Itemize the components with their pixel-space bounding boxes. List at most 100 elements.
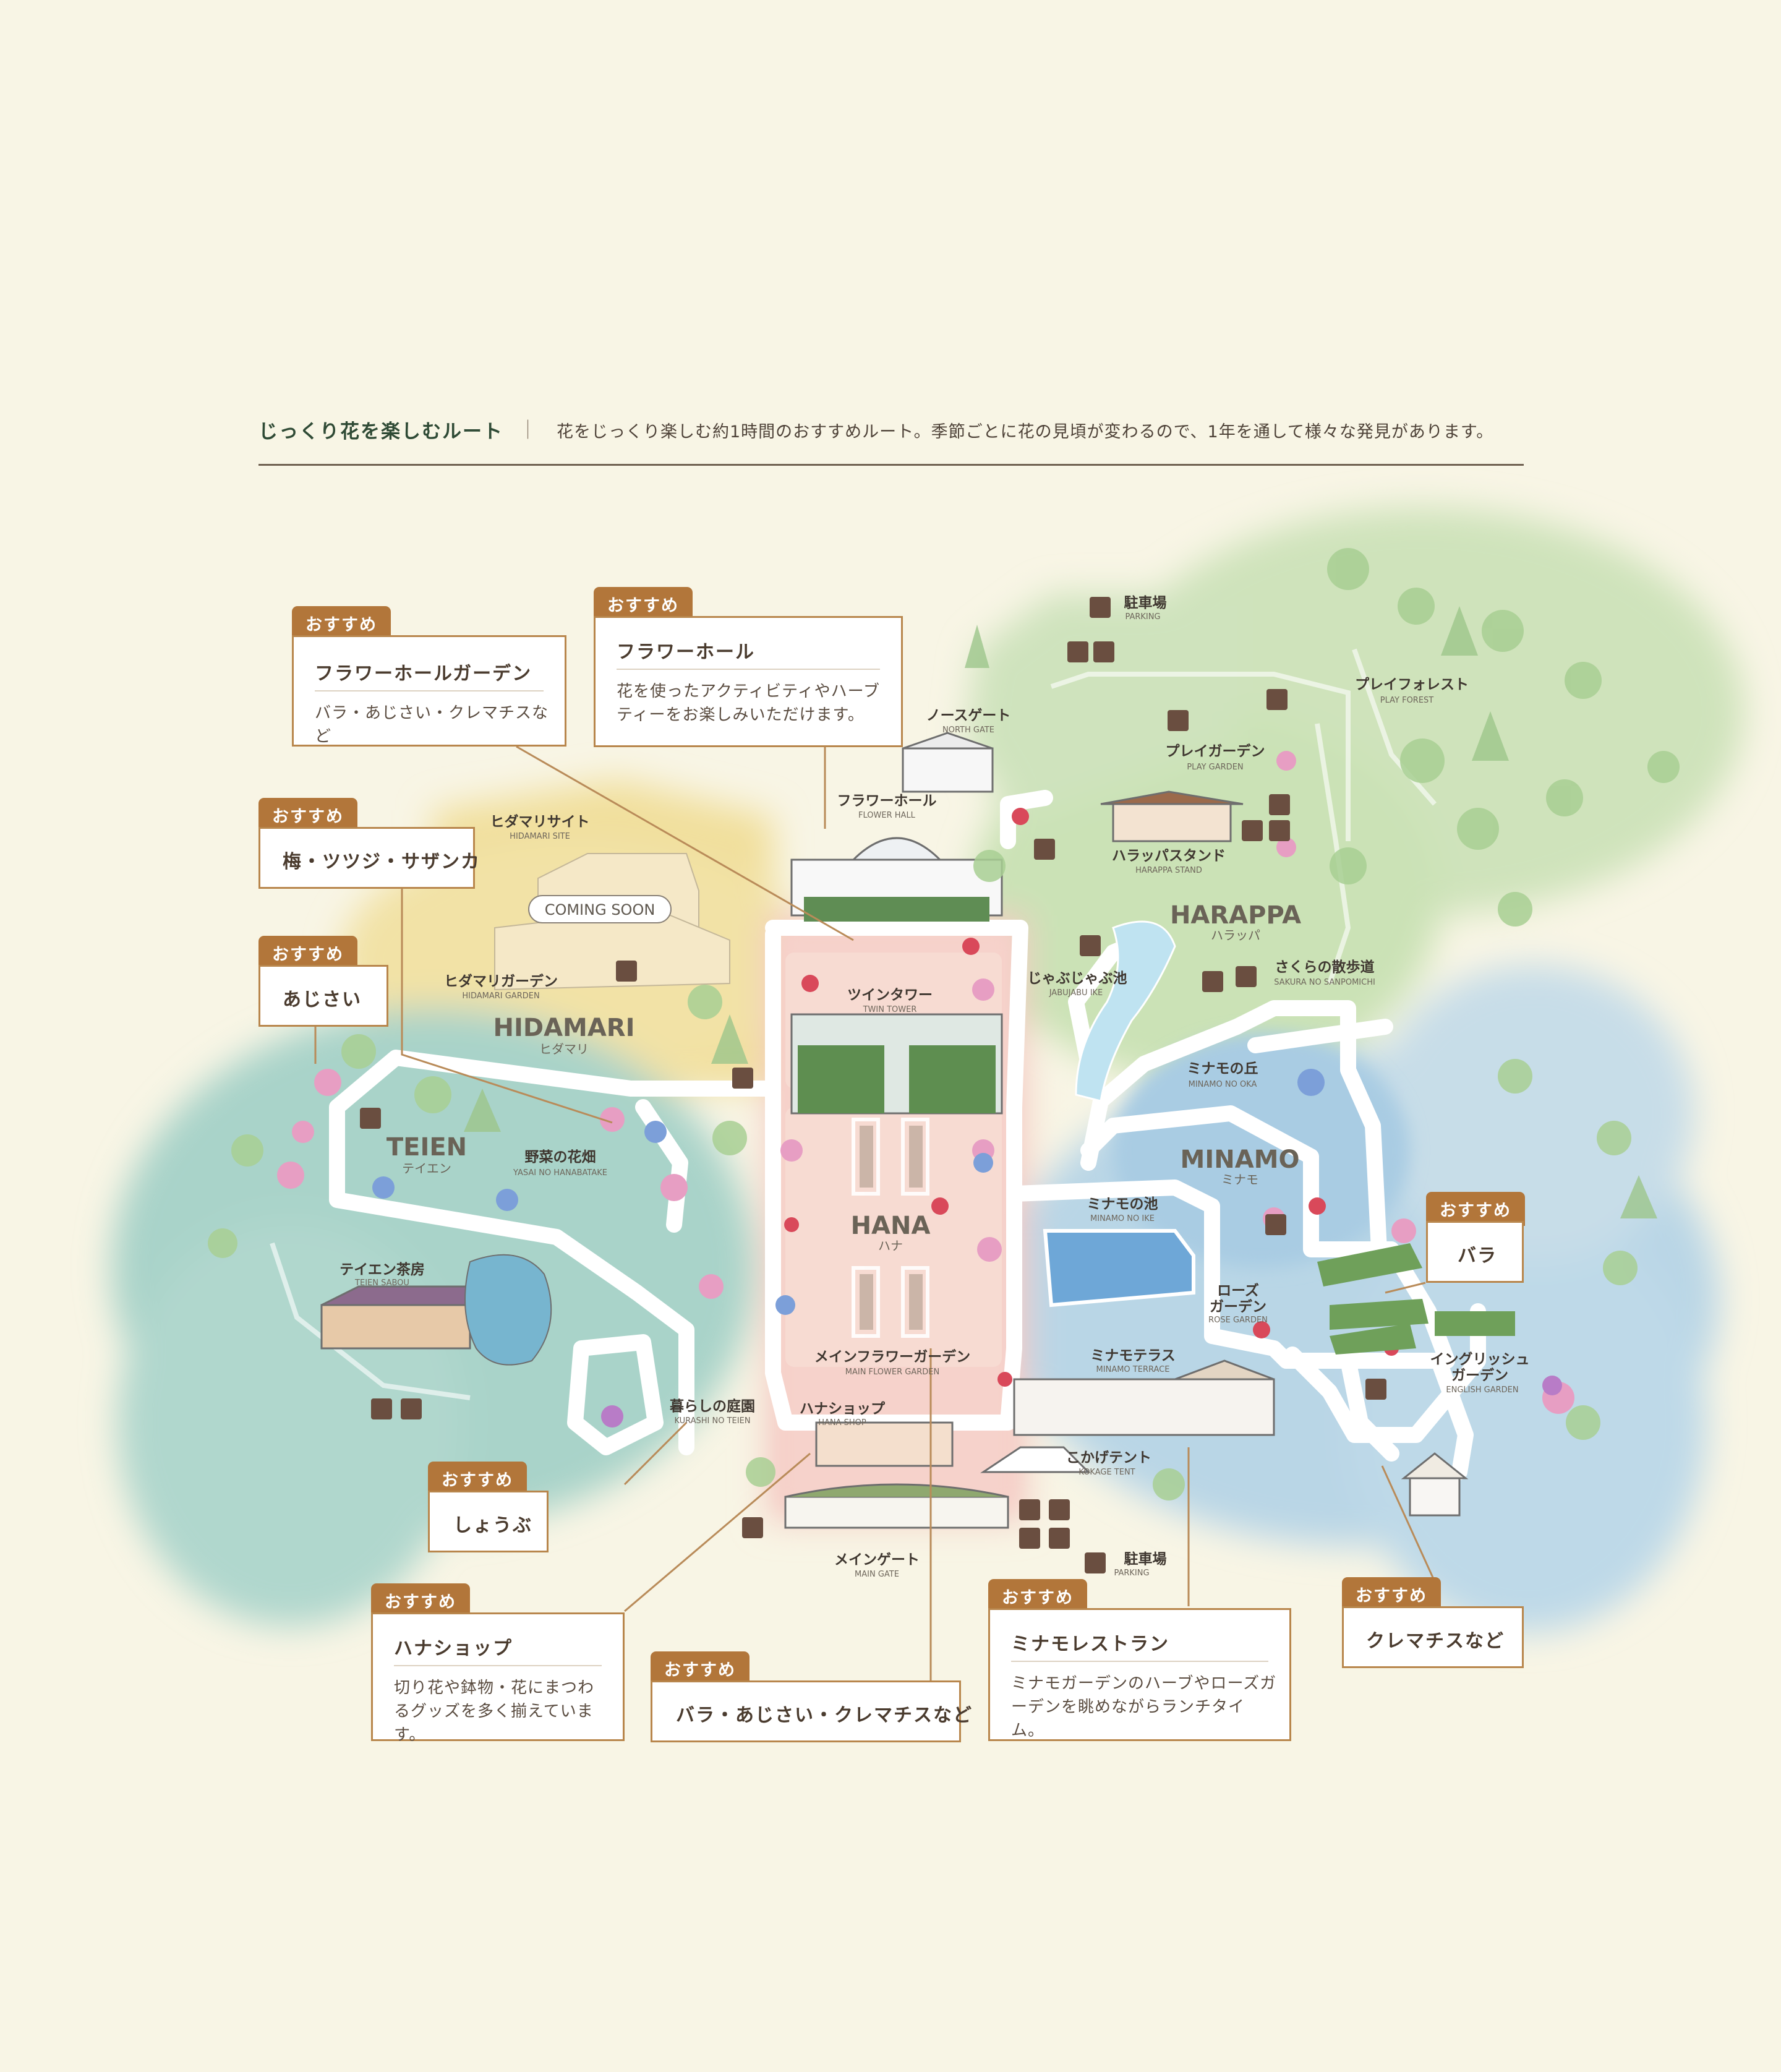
place-english-garden-en: ENGLISH GARDEN (1446, 1385, 1518, 1395)
callout-flower-hall[interactable]: フラワーホール 花を使ったアクティビティやハーブティーをお楽しみいただけます。 (594, 616, 903, 747)
place-main-gate-en: MAIN GATE (855, 1570, 899, 1579)
area-hidamari-name: HIDAMARI (493, 1014, 635, 1042)
area-fills (111, 507, 1744, 1633)
place-main-gate: メインゲート (834, 1552, 920, 1568)
callout-main-flower-garden[interactable]: バラ・あじさい・クレマチスなど (651, 1680, 972, 1742)
coming-soon-pill: COMING SOON (528, 895, 672, 923)
place-rose-garden-2: ガーデン (1210, 1298, 1266, 1315)
badge-recommend: おすすめ (292, 606, 391, 640)
place-north-gate-en: NORTH GATE (942, 726, 994, 735)
callout-shoubu[interactable]: しょうぶ (428, 1491, 549, 1552)
badge-recommend: おすすめ (428, 1462, 527, 1496)
walking-route (329, 790, 1486, 1480)
area-hidamari-kana: ヒダマリ (539, 1042, 589, 1056)
place-hidamari-garden: ヒダマリガーデン (444, 973, 558, 990)
callout-title: ハナショップ (394, 1638, 513, 1659)
place-hana-shop: ハナショップ (800, 1401, 886, 1417)
trees (208, 548, 1680, 1500)
place-hidamari-garden-en: HIDAMARI GARDEN (462, 991, 539, 1001)
place-kokage: こかげテント (1066, 1450, 1151, 1466)
place-kurashi: 暮らしの庭園 (669, 1398, 755, 1415)
place-teien-sabou: テイエン茶房 (340, 1261, 425, 1278)
area-minamo-name: MINAMO (1181, 1145, 1300, 1174)
callout-title: フラワーホールガーデン (315, 663, 532, 685)
place-parking-north: 駐車場 (1124, 594, 1167, 611)
place-harappa-stand-en: HARAPPA STAND (1135, 866, 1202, 875)
callout-bara[interactable]: バラ (1426, 1221, 1524, 1283)
coming-soon-text: COMING SOON (545, 901, 656, 918)
header-separator: ｜ (518, 419, 537, 442)
route-header: じっくり花を楽しむルート ｜ 花をじっくり楽しむ約1時間のおすすめルート。季節ご… (258, 414, 1524, 466)
place-hana-shop-en: HANA SHOP (818, 1418, 866, 1428)
badge-recommend: おすすめ (258, 936, 357, 970)
callout-desc: ミナモガーデンのハーブやローズガーデンを眺めながらランチタイム。 (1011, 1674, 1277, 1740)
callout-title: 梅・ツツジ・サザンカ (283, 851, 480, 873)
callout-ume[interactable]: 梅・ツツジ・サザンカ (258, 827, 479, 889)
place-minamo-oka-en: MINAMO NO OKA (1189, 1080, 1257, 1089)
place-jabujabu: じゃぶじゃぶ池 (1028, 970, 1127, 987)
callout-clematis[interactable]: クレマチスなど (1342, 1606, 1524, 1668)
badge-recommend: おすすめ (1426, 1192, 1525, 1226)
place-minamo-oka: ミナモの丘 (1187, 1061, 1258, 1077)
place-rose-garden-en: ROSE GARDEN (1208, 1316, 1268, 1325)
place-flower-hall: フラワーホール (837, 793, 937, 809)
place-rose-garden: ローズ (1217, 1282, 1259, 1299)
badge-recommend: おすすめ (371, 1583, 470, 1617)
place-hidamari-site: ヒダマリサイト (490, 813, 590, 830)
area-harappa-name: HARAPPA (1170, 901, 1301, 930)
callout-desc: 花を使ったアクティビティやハーブティーをお楽しみいただけます。 (617, 682, 881, 724)
callout-divider (1011, 1661, 1268, 1662)
callout-title: バラ (1458, 1245, 1497, 1267)
callout-title: しょうぶ (453, 1515, 532, 1536)
place-twin-tower: ツインタワー (847, 987, 933, 1003)
place-minamo-ike-en: MINAMO NO IKE (1090, 1214, 1155, 1223)
place-parking-south: 駐車場 (1124, 1551, 1167, 1567)
place-sakura-en: SAKURA NO SANPOMICHI (1274, 978, 1375, 987)
place-minamo-ike: ミナモの池 (1087, 1196, 1158, 1212)
callout-divider (394, 1665, 602, 1666)
facility-icons (360, 597, 1386, 1573)
place-sakura: さくらの散歩道 (1275, 959, 1375, 975)
place-main-flower-garden-en: MAIN FLOWER GARDEN (845, 1368, 939, 1377)
place-yasai: 野菜の花畑 (525, 1149, 596, 1165)
callout-flower-hall-garden[interactable]: フラワーホールガーデン バラ・あじさい・クレマチスなど (292, 635, 566, 747)
leader-lines (314, 745, 1436, 1697)
callout-title: クレマチスなど (1366, 1630, 1505, 1652)
place-parking-south-en: PARKING (1114, 1569, 1149, 1578)
place-flower-hall-en: FLOWER HALL (858, 811, 916, 820)
place-parking-north-en: PARKING (1125, 612, 1160, 622)
place-kurashi-en: KURASHI NO TEIEN (674, 1416, 750, 1426)
place-jabujabu-en: JABUJABU IKE (1049, 988, 1103, 998)
place-play-garden: プレイガーデン (1166, 743, 1265, 760)
area-hana-kana: ハナ (878, 1238, 903, 1253)
badge-recommend: おすすめ (988, 1579, 1087, 1613)
place-english-garden-2: ガーデン (1451, 1367, 1508, 1384)
callout-title: フラワーホール (617, 641, 755, 663)
badge-recommend: おすすめ (594, 587, 693, 621)
place-north-gate: ノースゲート (926, 708, 1011, 724)
place-main-flower-garden: メインフラワーガーデン (814, 1348, 970, 1365)
callout-desc: 切り花や鉢物・花にまつわるグッズを多く揃えています。 (394, 1679, 595, 1744)
place-minamo-terrace-en: MINAMO TERRACE (1096, 1365, 1170, 1374)
place-kokage-en: KOKAGE TENT (1078, 1468, 1135, 1477)
place-play-forest-en: PLAY FOREST (1380, 696, 1434, 705)
place-minamo-terrace: ミナモテラス (1090, 1348, 1176, 1364)
callout-ajisai[interactable]: あじさい (258, 965, 388, 1027)
callout-minamo-restaurant[interactable]: ミナモレストラン ミナモガーデンのハーブやローズガーデンを眺めながらランチタイム… (988, 1608, 1291, 1741)
route-title: じっくり花を楽しむルート (258, 421, 503, 443)
area-teien-name: TEIEN (387, 1133, 467, 1162)
hedges (1317, 1243, 1515, 1355)
badge-recommend: おすすめ (1342, 1577, 1441, 1611)
callout-divider (617, 669, 880, 670)
badge-recommend: おすすめ (258, 798, 357, 832)
callout-divider (315, 690, 544, 691)
callout-title: あじさい (283, 989, 362, 1011)
callout-title: ミナモレストラン (1011, 1633, 1169, 1655)
area-hana-name: HANA (851, 1212, 931, 1240)
callout-title: バラ・あじさい・クレマチスなど (676, 1705, 973, 1726)
place-hidamari-site-en: HIDAMARI SITE (510, 832, 570, 841)
callout-desc: バラ・あじさい・クレマチスなど (315, 704, 549, 746)
callout-hana-shop[interactable]: ハナショップ 切り花や鉢物・花にまつわるグッズを多く揃えています。 (371, 1612, 625, 1744)
place-english-garden: イングリッシュ (1430, 1351, 1530, 1368)
